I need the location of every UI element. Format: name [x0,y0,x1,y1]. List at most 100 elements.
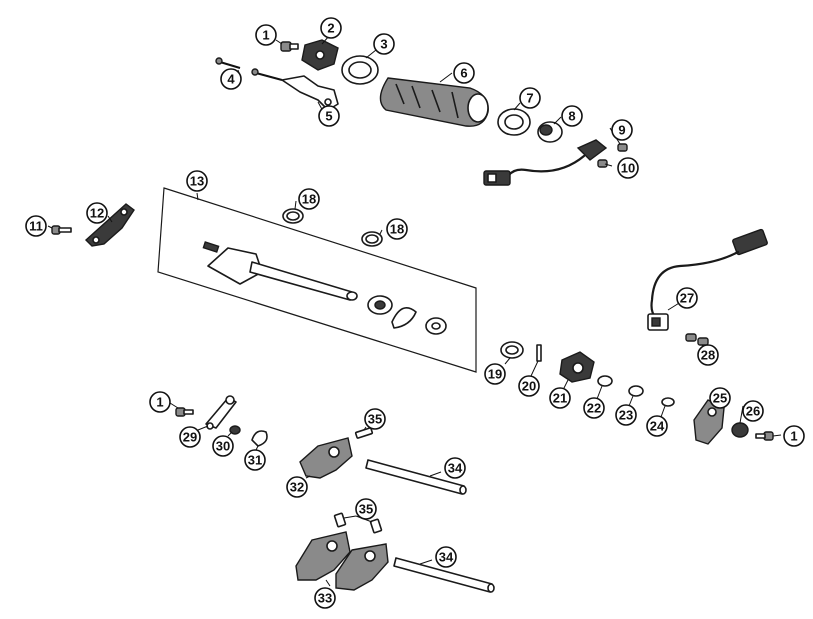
shaft-washer-part [367,295,393,315]
fork-rod-part [365,459,467,495]
washer-part [628,385,644,397]
callout-label: 24 [650,419,665,434]
callout-label: 12 [90,206,104,221]
callout-2: 2 [320,17,342,39]
locking-plate-part [301,39,339,71]
sleeve-part [537,121,563,143]
callout-18-upper: 18 [298,188,320,210]
callout-label: 35 [359,502,373,517]
callout-label: 1 [156,395,163,410]
callout-label: 35 [368,412,382,427]
callout-label: 21 [553,391,567,406]
shift-detent-part [559,351,595,383]
callout-label: 18 [390,222,404,237]
callout-12: 12 [86,202,108,224]
shift-drum-part [379,77,489,127]
callout-26: 26 [742,400,764,422]
callout-label: 29 [183,430,197,445]
spring-part [251,430,268,447]
return-spring-part [391,306,417,329]
washer-part [661,397,675,407]
callout-6: 6 [453,62,475,84]
callout-19: 19 [484,363,506,385]
callout-29: 29 [179,426,201,448]
seal-ring-part [500,341,524,359]
callout-21: 21 [549,387,571,409]
callout-1-left: 1 [149,391,171,413]
callout-10: 10 [617,157,639,179]
shift-shaft-assembly-panel [157,187,477,373]
callout-32: 32 [286,476,308,498]
callout-33: 33 [314,587,336,609]
washer-part [597,375,613,387]
callout-label: 23 [619,408,633,423]
shift-lever-part [693,399,725,445]
callout-label: 1 [790,429,797,444]
callout-34-upper: 34 [444,457,466,479]
callout-8: 8 [561,105,583,127]
callout-label: 27 [680,291,694,306]
callout-35-upper: 35 [364,408,386,430]
bolt-part [51,225,72,235]
callout-label: 20 [522,379,536,394]
callout-1-top: 1 [255,24,277,46]
callout-11: 11 [25,215,47,237]
callout-label: 26 [746,404,760,419]
guide-pin-part [354,427,374,439]
callout-label: 19 [488,367,502,382]
guide-pin-part [333,512,347,528]
shift-fork-pair-part [295,531,389,591]
callout-4: 4 [220,68,242,90]
callout-25: 25 [709,387,731,409]
sensor-screw-part [597,159,608,168]
shift-fork-part [299,437,353,479]
callout-23: 23 [615,404,637,426]
callout-1-right: 1 [783,425,805,447]
callout-5: 5 [318,105,340,127]
callout-label: 8 [568,109,575,124]
gear-position-sensor-part [483,139,608,186]
screws-part [215,57,283,81]
gear-roller-part [731,422,749,438]
callout-9: 9 [611,119,633,141]
pin-part [536,344,542,362]
callout-label: 30 [216,439,230,454]
callout-28: 28 [697,344,719,366]
callout-label: 25 [713,391,727,406]
drum-bearing-part [497,108,531,136]
callout-13: 13 [186,170,208,192]
callout-20: 20 [518,375,540,397]
callout-label: 32 [290,480,304,495]
speed-sensor-part [647,228,768,331]
callout-label: 1 [262,28,269,43]
guide-pin-part [369,518,383,534]
callout-label: 22 [587,401,601,416]
lever-plate-part [281,75,339,111]
callout-label: 2 [327,21,334,36]
callout-30: 30 [212,435,234,457]
sensor-screw-part [685,333,697,342]
bolt-part [175,407,194,417]
callout-label: 33 [318,591,332,606]
callout-34-lower: 34 [435,546,457,568]
callout-35-lower: 35 [355,498,377,520]
callout-24: 24 [646,415,668,437]
shift-shaft-part [202,241,358,301]
bolt-part [280,41,299,52]
callout-27: 27 [676,287,698,309]
shaft-washer-part [425,317,447,335]
bolt-part [755,431,774,441]
callout-label: 28 [701,348,715,363]
callout-label: 5 [325,109,332,124]
bushing-part [361,231,383,247]
callout-label: 34 [439,550,454,565]
callout-label: 9 [618,123,625,138]
fork-rod-part [393,557,495,593]
callout-label: 10 [621,161,635,176]
callout-18-lower: 18 [386,218,408,240]
callout-label: 31 [248,453,262,468]
lever-arm-part [205,395,237,430]
callout-3: 3 [373,33,395,55]
callout-label: 4 [227,72,235,87]
sensor-screw-part [617,143,628,152]
